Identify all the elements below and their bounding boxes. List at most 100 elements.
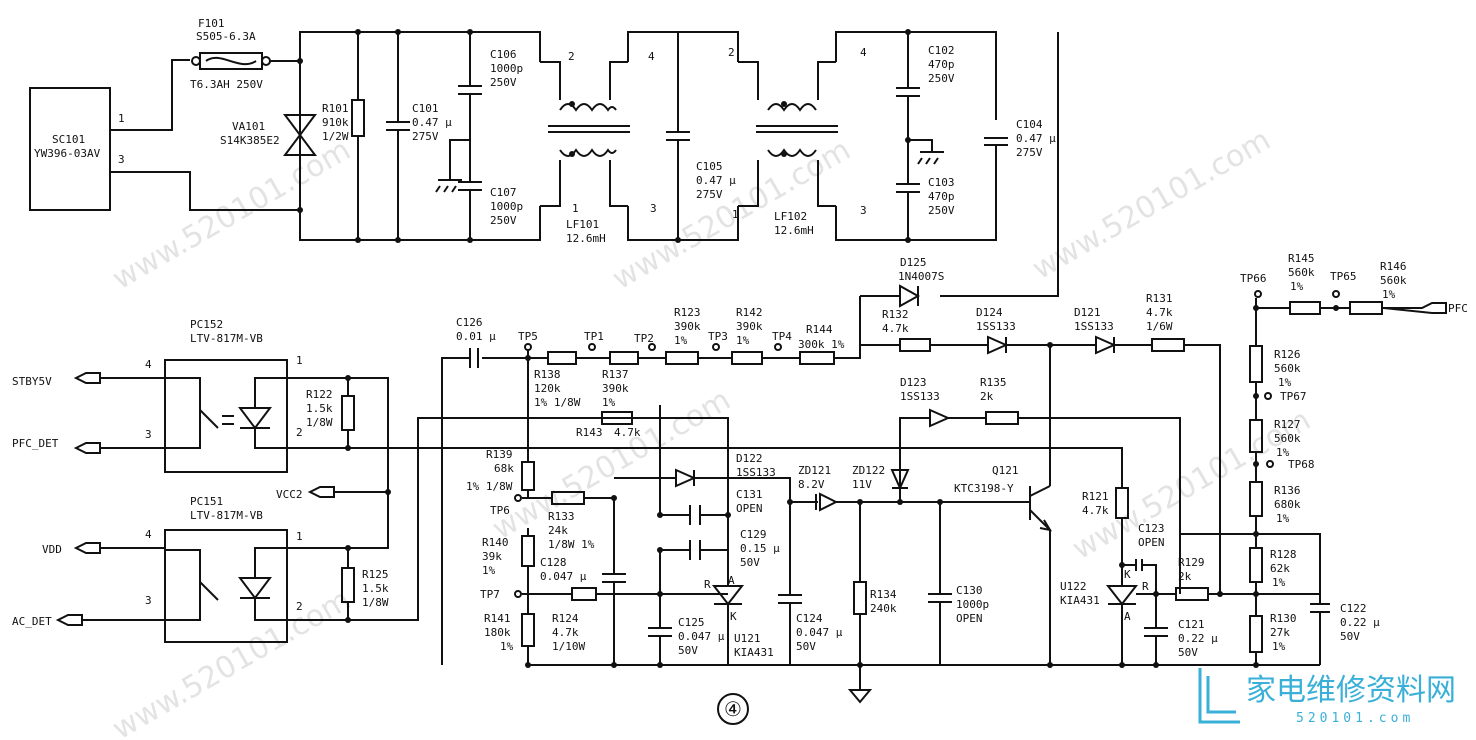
- resistor-r132-body: [899, 338, 931, 352]
- pin-label: 2: [296, 600, 303, 613]
- fuse-label: F101: [198, 17, 225, 30]
- c125-volt: 50V: [678, 644, 698, 657]
- watermark-text: www.520101.com: [107, 582, 357, 740]
- pin-label: 4: [648, 50, 655, 63]
- r136-tol: 1%: [1276, 512, 1290, 525]
- r128-tol: 1%: [1272, 576, 1286, 589]
- r142-tol: 1%: [736, 334, 750, 347]
- c126-value: 0.01 μ: [456, 330, 496, 343]
- c122-label: C122: [1340, 602, 1367, 615]
- sc101-part: YW396-03AV: [34, 147, 101, 160]
- net-label-pfc: PFC: [1448, 302, 1468, 315]
- r142-label: R142: [736, 306, 763, 319]
- c103-volt: 250V: [928, 204, 955, 217]
- pin-label: 1: [572, 202, 579, 215]
- resistor-r125: R125 1.5k 1/8W: [341, 489, 391, 623]
- resistor-r140-body: [521, 535, 535, 567]
- r127-value: 560k: [1274, 432, 1301, 445]
- varistor-part: S14K385E2: [220, 134, 280, 147]
- pin-label: K: [730, 610, 737, 623]
- r143-label: R143: [576, 426, 603, 439]
- c130-value: 1000p: [956, 598, 989, 611]
- resistor-r101: R101 910k 1/2W: [322, 32, 365, 240]
- r128-value: 62k: [1270, 562, 1290, 575]
- r126-label: R126: [1274, 348, 1301, 361]
- diode-d124-symbol: [987, 335, 1009, 355]
- tp3-label: TP3: [708, 330, 728, 343]
- resistor-r129-body: [1175, 587, 1209, 601]
- r127-tol: 1%: [1276, 446, 1290, 459]
- resistor-r139-body: [521, 461, 535, 491]
- resistor-r130-body: [1249, 615, 1263, 653]
- r139-label: R139: [486, 448, 513, 461]
- pin-label: K: [1124, 568, 1131, 581]
- diode-d121-symbol: [1095, 335, 1117, 355]
- r140-tol: 1%: [482, 564, 496, 577]
- tp7-label: TP7: [480, 588, 500, 601]
- r137-label: R137: [602, 368, 629, 381]
- net-label-ac-det: AC_DET: [12, 615, 52, 628]
- r132-value: 4.7k: [882, 322, 909, 335]
- c131-label: C131: [736, 488, 763, 501]
- net-label-pfc-det: PFC_DET: [12, 437, 59, 450]
- tp66-label: TP66: [1240, 272, 1267, 285]
- resistor-r128-body: [1249, 547, 1263, 583]
- pin-label: 3: [860, 204, 867, 217]
- r126-value: 560k: [1274, 362, 1301, 375]
- r134-value: 240k: [870, 602, 897, 615]
- r132-label: R132: [882, 308, 909, 321]
- c125-value: 0.047 μ: [678, 630, 725, 643]
- diode-d123-symbol: [929, 408, 951, 428]
- resistor-r141-body: [521, 613, 535, 647]
- page-number: ④: [724, 697, 742, 721]
- r140-value: 39k: [482, 550, 502, 563]
- pc152-part: LTV-817M-VB: [190, 332, 263, 345]
- r137-tol: 1%: [602, 396, 616, 409]
- resistor-r134-body: [853, 581, 867, 615]
- r131-label: R131: [1146, 292, 1173, 305]
- net-label-vcc2: VCC2: [276, 488, 303, 501]
- resistor-r122: R122 1.5k 1/8W: [306, 375, 355, 451]
- resistor-r135-body: [985, 411, 1019, 425]
- resistor-r144-body: [799, 351, 835, 365]
- zener-zd121-symbol: [815, 492, 839, 512]
- r131-power: 1/6W: [1146, 320, 1173, 333]
- c105-value: 0.47 μ: [696, 174, 736, 187]
- r125-value: 1.5k: [362, 582, 389, 595]
- lf102-value: 12.6mH: [774, 224, 814, 237]
- r121-value: 4.7k: [1082, 504, 1109, 517]
- tp2-label: TP2: [634, 332, 654, 345]
- r124-value: 4.7k: [552, 626, 579, 639]
- net-label-stby5v: STBY5V: [12, 375, 52, 388]
- c131-value: OPEN: [736, 502, 763, 515]
- tp65-label: TP65: [1330, 270, 1357, 283]
- c107-value: 1000p: [490, 200, 523, 213]
- c105-volt: 275V: [696, 188, 723, 201]
- u122-label: U122: [1060, 580, 1087, 593]
- pin-label: A: [728, 574, 735, 587]
- r125-power: 1/8W: [362, 596, 389, 609]
- brand-name: 家电维修资料网: [1246, 673, 1456, 708]
- net-flags: STBY5V PFC_DET VDD AC_DET VCC2 PFC: [12, 302, 1468, 628]
- c103-value: 470p: [928, 190, 955, 203]
- pin-label: 2: [728, 46, 735, 59]
- r122-value: 1.5k: [306, 402, 333, 415]
- r126-tol: 1%: [1278, 376, 1292, 389]
- zd121-value: 8.2V: [798, 478, 825, 491]
- pin-label: 3: [145, 594, 152, 607]
- pin-label: 3: [145, 428, 152, 441]
- c128-value: 0.047 μ: [540, 570, 587, 583]
- zd121-label: ZD121: [798, 464, 831, 477]
- labels-right-divider: TP66 R145 560k 1% TP65 R146 560k 1% R126…: [1240, 252, 1407, 653]
- c126-label: C126: [456, 316, 483, 329]
- capacitor-c105: C105 0.47 μ 275V: [666, 32, 736, 240]
- capacitor-c126: C126 0.01 μ: [456, 316, 496, 368]
- pin-label: 4: [145, 528, 152, 541]
- r135-value: 2k: [980, 390, 994, 403]
- r146-label: R146: [1380, 260, 1407, 273]
- resistor-r121-body: [1115, 487, 1129, 519]
- d123-part: 1SS133: [900, 390, 940, 403]
- varistor-label: VA101: [232, 120, 265, 133]
- lf101-label: LF101: [566, 218, 599, 231]
